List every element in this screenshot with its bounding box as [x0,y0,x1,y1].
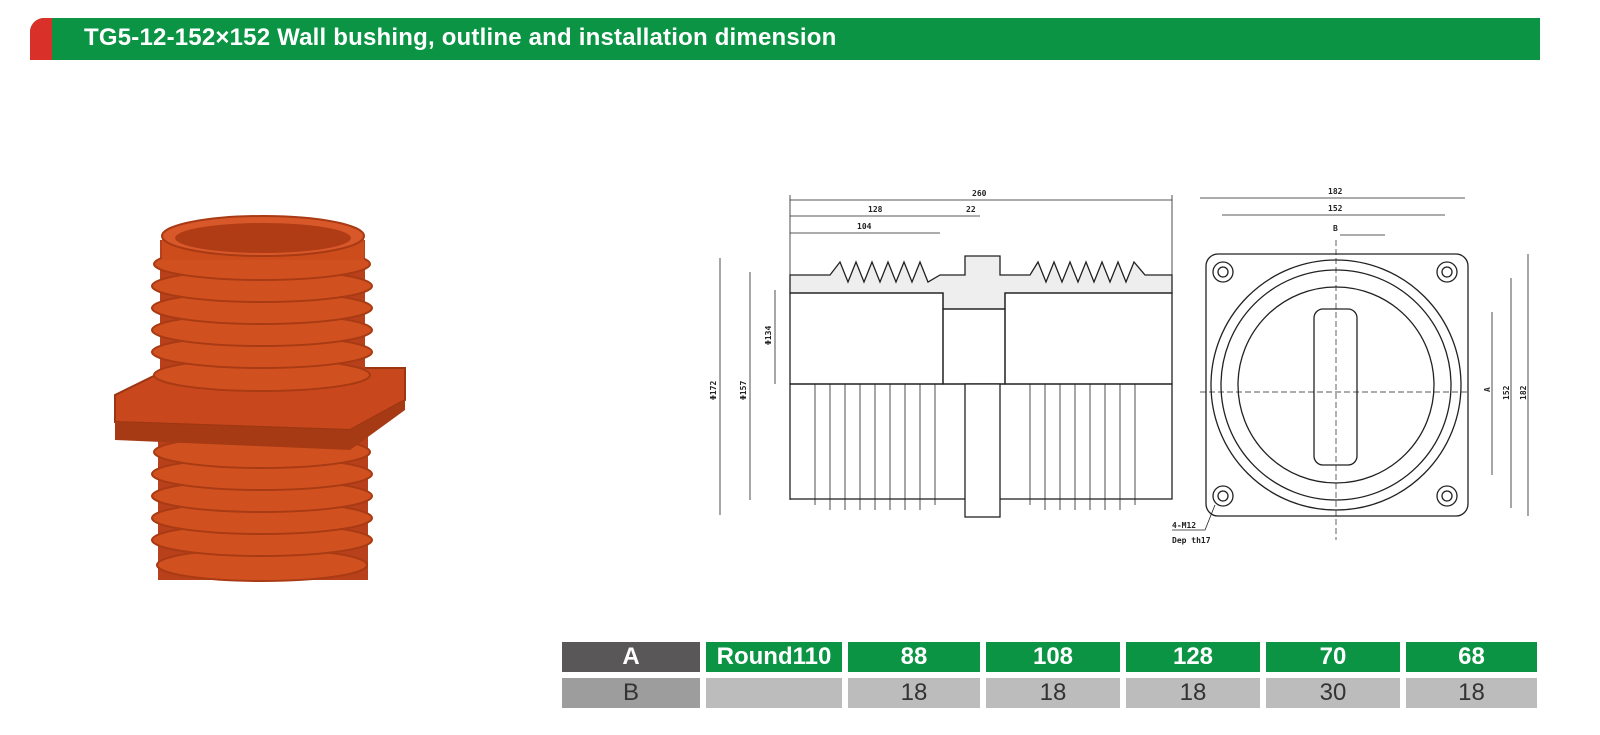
row-a-cell: 68 [1406,642,1537,672]
row-a-cell: Round110 [706,642,842,672]
dim-flange-width: 22 [966,205,976,214]
side-view-drawing [719,195,1173,518]
section-header: TG5-12-152×152 Wall bushing, outline and… [30,18,1540,60]
row-a-cell: 108 [986,642,1120,672]
row-b-cell: 18 [986,678,1120,708]
bushing-photo [114,215,406,582]
dim-flange-size: 182 [1328,187,1343,196]
row-a-header: A [562,642,700,672]
dim-dia-shed: Φ157 [739,381,748,400]
row-b-cell [706,678,842,708]
row-a-cell: 70 [1266,642,1400,672]
hole-depth: Dep th17 [1172,536,1211,545]
dim-dia-outer: Φ172 [709,381,718,400]
front-view-drawing [1172,197,1529,540]
row-b-cell: 18 [848,678,980,708]
row-a-cell: 88 [848,642,980,672]
dim-half-length: 128 [868,205,883,214]
row-b-header: B [562,678,700,708]
hole-note: 4-M12 [1172,521,1196,530]
dim-hole-pitch: 152 [1328,204,1343,213]
dim-dia-inner: Φ134 [764,326,773,345]
row-b-cell: 18 [1406,678,1537,708]
dim-hole-pitch-v: 152 [1502,385,1511,400]
header-accent [30,18,52,60]
page-title: TG5-12-152×152 Wall bushing, outline and… [84,24,837,51]
dim-shed-length: 104 [857,222,872,231]
side-view-labels: 260 128 22 104 Φ172 Φ157 Φ134 [709,189,987,400]
dim-overall-length: 260 [972,189,987,198]
row-b-cell: 30 [1266,678,1400,708]
dim-flange-size-v: 182 [1519,385,1528,400]
front-view-labels: 182 152 B A 152 182 4-M12 Dep th17 [1172,187,1528,545]
dim-slot-length: A [1483,387,1492,392]
dim-slot-width: B [1333,224,1338,233]
row-a-cell: 128 [1126,642,1260,672]
row-b-cell: 18 [1126,678,1260,708]
